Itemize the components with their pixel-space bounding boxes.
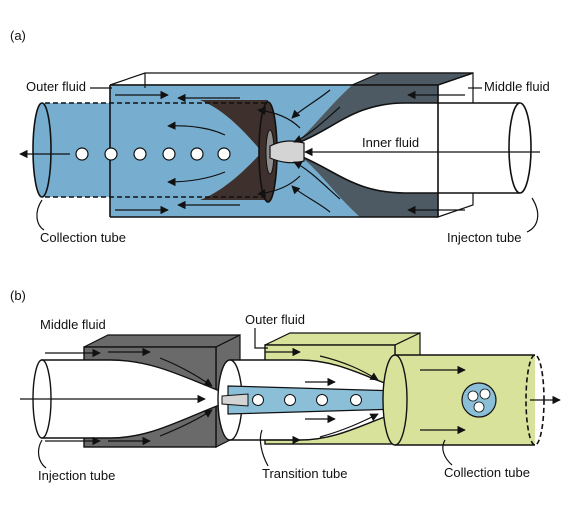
droplet [190,147,204,161]
middle-fluid-upper [292,85,438,146]
stream-arrow [293,106,341,143]
label-transition-tube-b: Transition tube [262,466,348,481]
label-injection-tube-a: Injecton tube [447,230,521,245]
collection-tube-b-mouth [382,354,408,446]
leader-transition-tube-b [259,429,269,467]
label-inner-fluid-a: Inner fluid [362,135,419,150]
injection-tube-end [508,102,532,194]
leader-collection-tube-b [442,439,453,466]
stream-arrow [291,185,331,213]
inner-core [473,401,485,413]
label-injection-tube-b: Injection tube [38,468,115,483]
stream-arrow [167,171,226,187]
injection-tube-body [300,103,520,193]
inner-fluid-nozzle [269,140,305,164]
panel-a: (a) [10,28,550,245]
stream-arrow [319,413,379,438]
label-outer-fluid-a: Outer fluid [26,79,86,94]
inner-core [479,388,491,400]
stream-arrow [257,175,301,198]
flow-arrows-a [19,89,540,215]
label-middle-fluid-a: Middle fluid [484,79,550,94]
collection-tube-left-end [32,102,52,198]
stream-arrow [319,355,379,381]
droplet [104,147,118,161]
label-collection-tube-b: Collection tube [444,465,530,480]
injection-tube-bottom-edge [299,155,520,194]
inner-nozzle-b [221,393,249,407]
inner-core [467,390,479,402]
stream-arrow [167,121,226,136]
droplet [162,147,176,161]
droplet [316,394,328,406]
label-collection-tube-a: Collection tube [40,230,126,245]
panel-a-tag: (a) [10,28,26,43]
stream-arrow [159,357,213,387]
stream-arrow [291,89,331,119]
gray-box-top-face [83,334,241,348]
droplet [133,147,147,161]
label-outer-fluid-b: Outer fluid [245,312,305,327]
collection-tube-body [42,103,110,197]
droplet [217,147,231,161]
leader-injection-tube-b [37,439,47,469]
droplet [75,147,89,161]
droplet [252,394,264,406]
leader-collection-tube-a [36,199,45,231]
droplet [284,394,296,406]
droplet-train [75,147,231,161]
stream-arrow [159,409,213,437]
droplet [350,394,362,406]
yellow-box-top-face [264,332,421,346]
label-middle-fluid-b: Middle fluid [40,317,106,332]
flow-arrows-b [20,347,561,446]
leader-injection-tube-a [526,197,539,233]
panel-b-tag: (b) [10,288,26,303]
stream-arrow [257,106,301,129]
injection-tube-top-edge [299,102,520,143]
dark-core-region [200,100,268,200]
panel-b: (b) [10,288,561,483]
leader-outer-fluid-b [254,328,268,349]
middle-fluid-lower [292,152,438,217]
collection-tube-inner-dark [110,103,265,197]
stream-arrow [293,161,341,200]
